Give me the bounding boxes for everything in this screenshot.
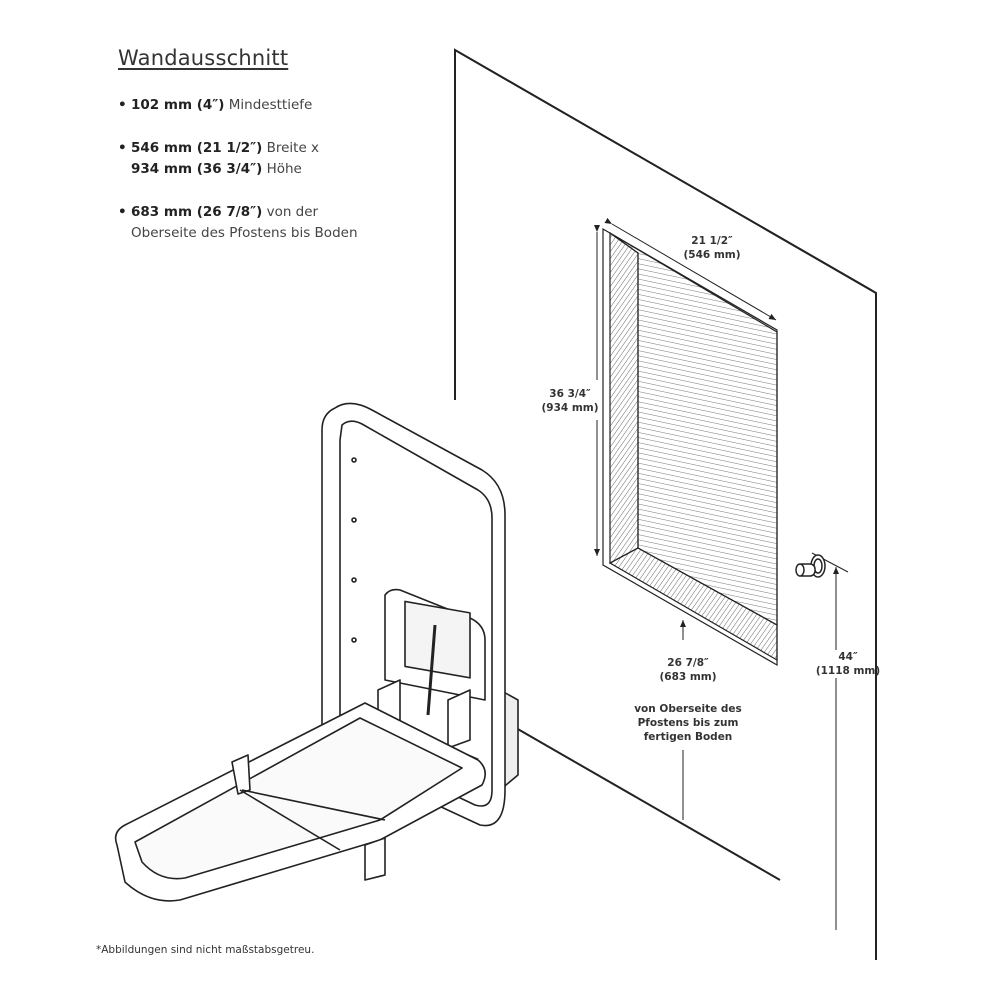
- wall-cutout: [602, 227, 778, 667]
- width-mm-label: (546 mm): [683, 249, 740, 261]
- post-inch-label: 26 7/8″: [667, 657, 709, 669]
- baby-changing-station: [114, 402, 519, 902]
- spec-depth-label: Mindesttiefe: [224, 97, 313, 113]
- footnote: *Abbildungen sind nicht maßstabsgetreu.: [96, 944, 315, 956]
- wall: [454, 48, 877, 960]
- spec-height-value: 934 mm (36 3/4″): [131, 161, 263, 177]
- dimension-lines: [594, 217, 849, 930]
- coat-hook-icon: [795, 554, 826, 578]
- spec-width-value: 546 mm (21 1/2″): [131, 140, 263, 156]
- spec-depth: 102 mm (4″) Mindesttiefe: [118, 95, 378, 116]
- hook-mm-label: (1118 mm): [816, 665, 880, 677]
- spec-width-label: Breite x: [262, 140, 320, 156]
- hook-inch-label: 44″: [838, 651, 858, 663]
- post-mm-label: (683 mm): [659, 671, 716, 683]
- heading: Wandausschnitt: [118, 46, 289, 70]
- height-inch-label: 36 3/4″: [549, 388, 591, 400]
- spec-post-value: 683 mm (26 7/8″): [131, 204, 263, 220]
- height-mm-label: (934 mm): [541, 402, 598, 414]
- spec-height-label: Höhe: [262, 161, 302, 177]
- width-inch-label: 21 1/2″: [691, 235, 733, 247]
- spec-post-label: von der Oberseite des Pfostens bis Boden: [131, 204, 358, 241]
- spec-depth-value: 102 mm (4″): [131, 97, 225, 113]
- spec-list: 102 mm (4″) Mindesttiefe 546 mm (21 1/2″…: [118, 95, 378, 266]
- post-note-line2: Pfostens bis zum: [638, 717, 739, 729]
- post-note-line3: fertigen Boden: [644, 731, 733, 743]
- spec-size: 546 mm (21 1/2″) Breite x 934 mm (36 3/4″…: [118, 138, 378, 180]
- spec-post-height: 683 mm (26 7/8″) von der Oberseite des P…: [118, 202, 378, 244]
- post-note-line1: von Oberseite des: [634, 703, 742, 715]
